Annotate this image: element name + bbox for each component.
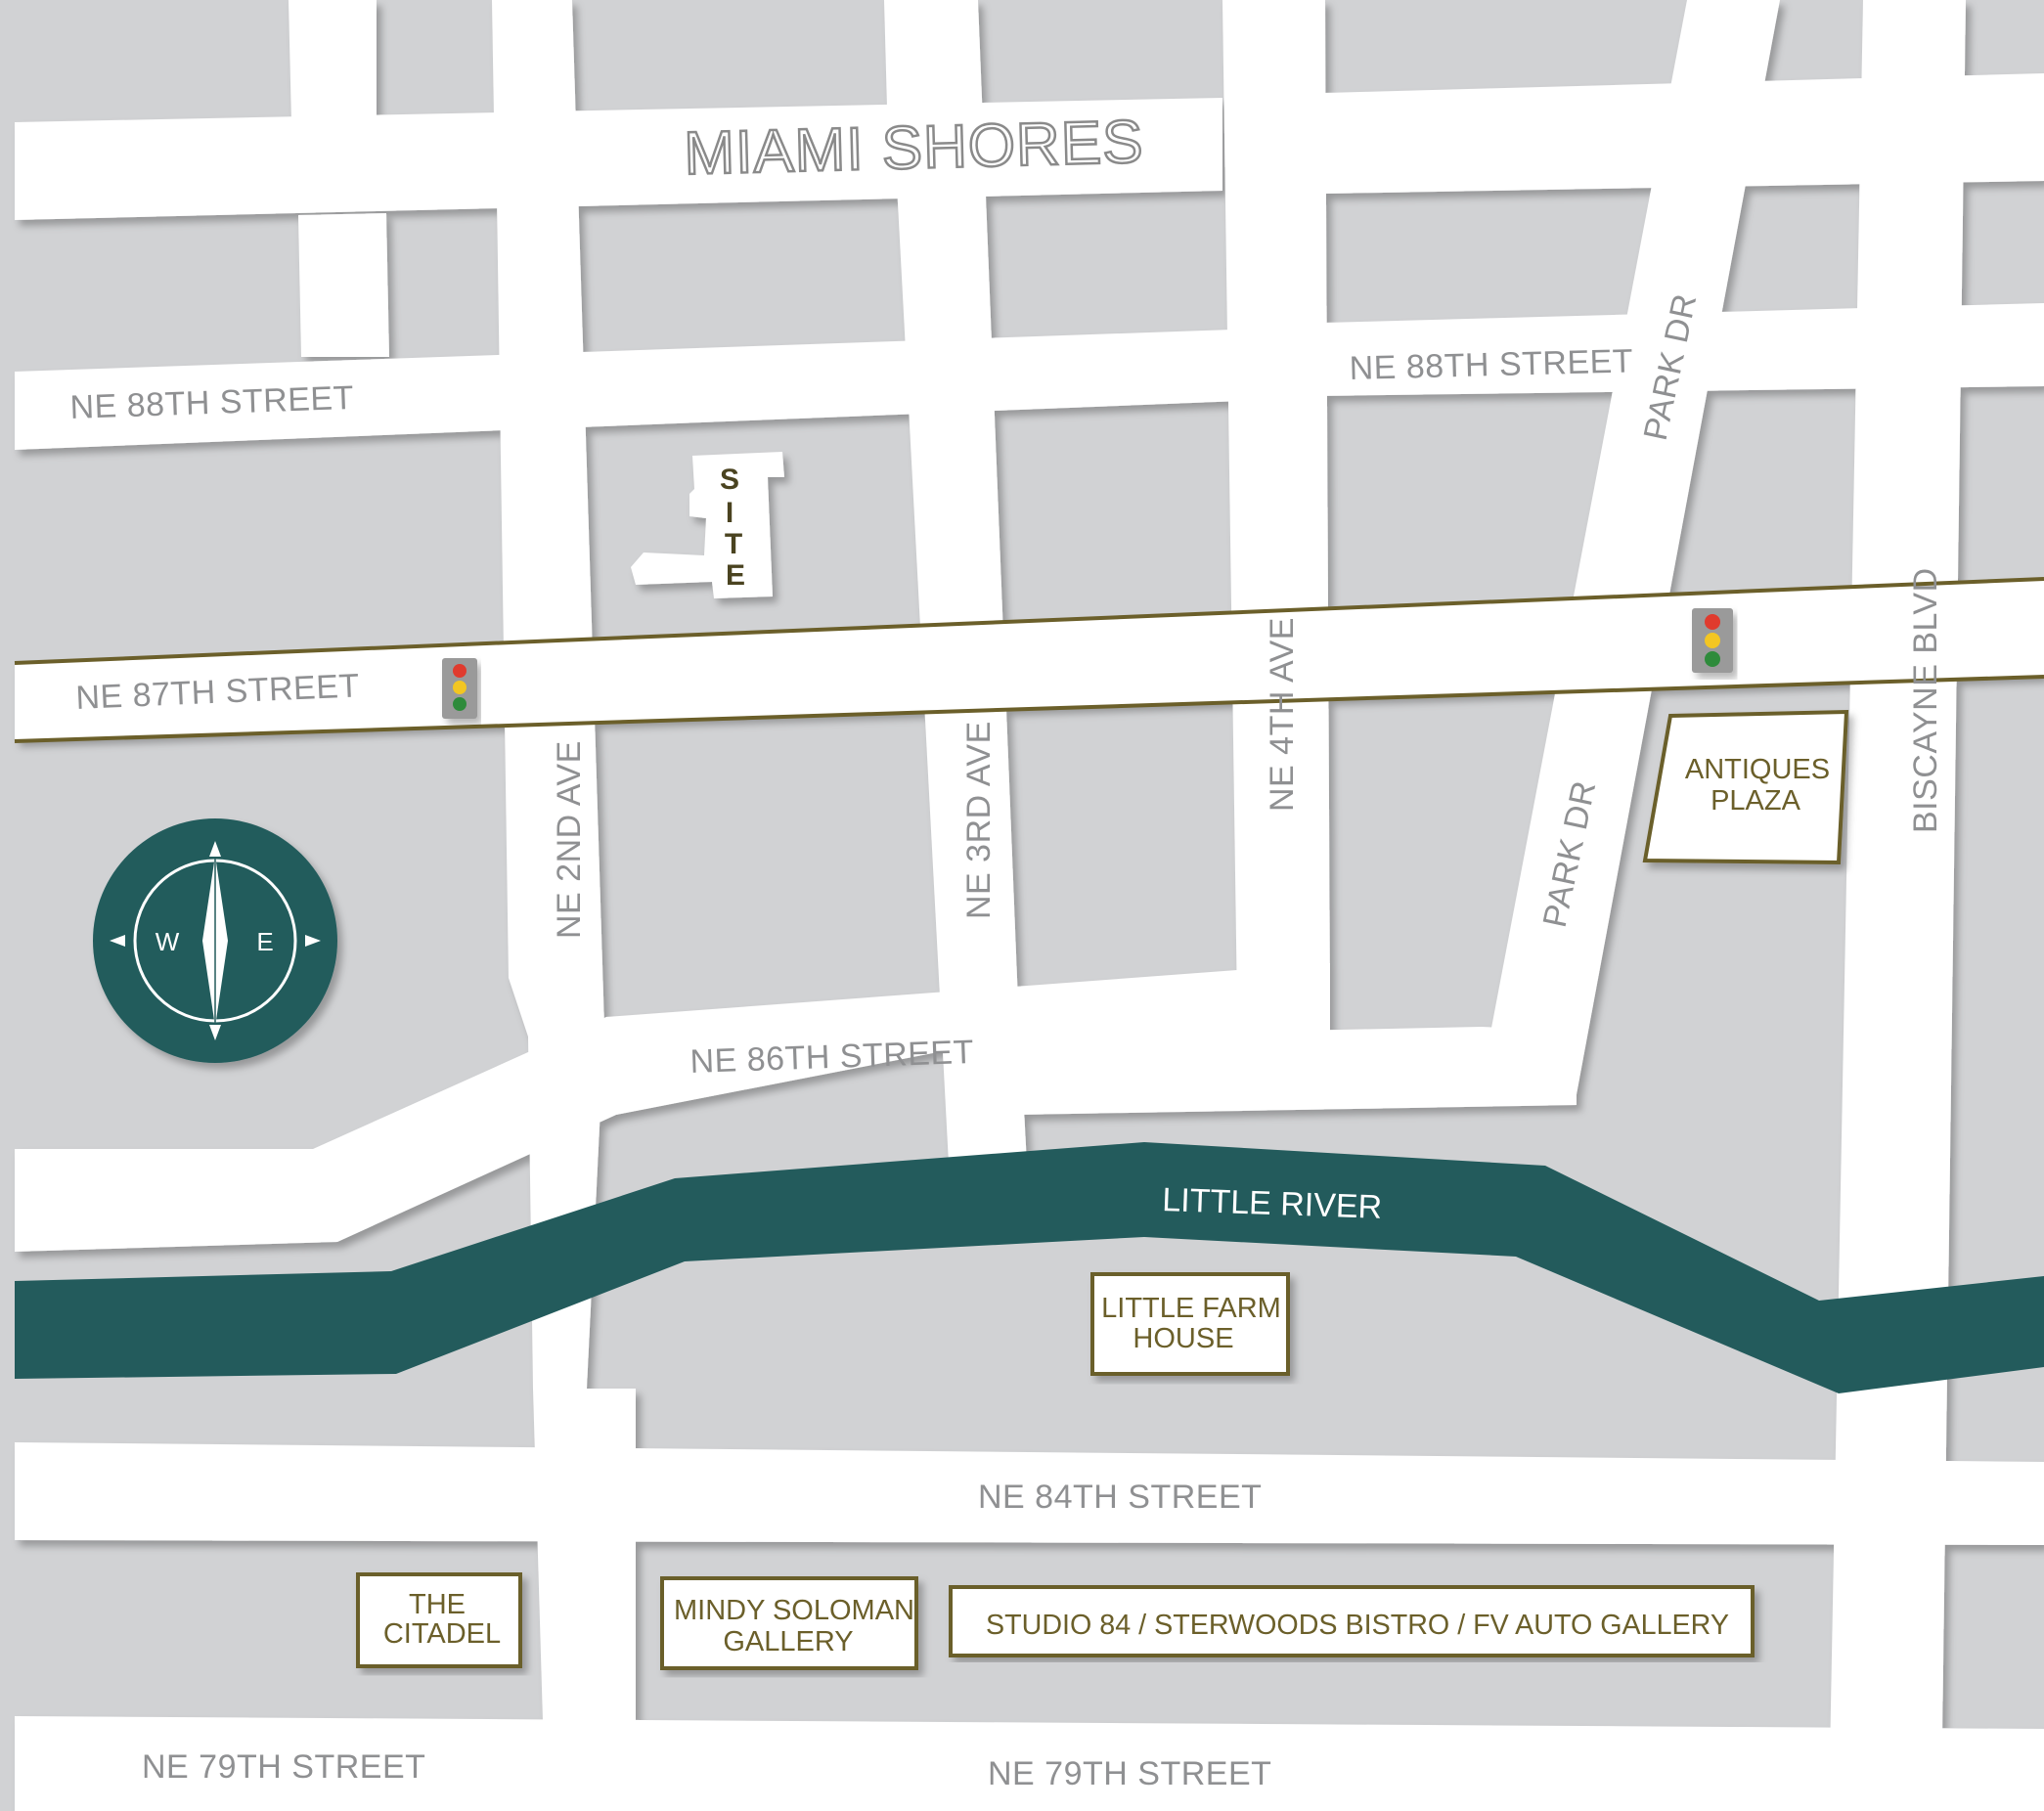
antiques-plaza-line-2: PLAZA [1711,785,1801,817]
label-miami-shores: MIAMI SHORES [684,109,1145,188]
label-ne88-east: NE 88TH STREET [1349,342,1633,387]
little-river [15,1142,2044,1393]
road-park-dr [1477,0,1780,1105]
label-ne4ave: NE 4TH AVE [1264,617,1301,812]
the-citadel-line-1: THE [409,1589,466,1620]
road-ne4ave [1222,0,1330,1007]
site-letter-s: S [720,464,739,496]
road-ne2ave [494,0,636,1721]
antiques-plaza-line-1: ANTIQUES [1685,754,1830,785]
place-antiques-plaza: ANTIQUES PLAZA [1642,709,1849,865]
site-label: S I T E [720,464,745,592]
road-stub-west [298,213,389,357]
ne87-south-edge [14,675,2044,743]
site-letter-e: E [726,559,745,592]
road-ne86-tail [1017,1027,1577,1115]
place-little-farm-house: LITTLE FARM HOUSE [1090,1272,1290,1376]
compass-west: W [156,927,180,956]
traffic-light-east [1692,608,1733,673]
site-building [631,452,784,598]
compass-rose-icon: W E [93,818,337,1063]
studio84-row-label: STUDIO 84 / STERWOODS BISTRO / FV AUTO G… [986,1610,1729,1641]
ne87-north-edge [14,577,2044,665]
place-mindy-soloman-gallery: MINDY SOLOMAN GALLERY [660,1576,918,1670]
road-ne86 [15,963,1330,1252]
road-ne79 [15,1716,2044,1811]
label-ne79-west: NE 79TH STREET [142,1748,425,1786]
site-letter-t: T [725,528,742,560]
site-letter-i: I [726,497,733,529]
place-the-citadel: THE CITADEL [356,1572,522,1668]
compass-east: E [256,927,273,956]
the-citadel-line-2: CITADEL [383,1618,501,1650]
road-ne3ave [887,0,1027,1164]
little-farm-house-line-2: HOUSE [1133,1323,1233,1354]
label-ne79-east: NE 79TH STREET [988,1755,1271,1792]
road-top-stub-1 [289,0,377,122]
little-farm-house-line-1: LITTLE FARM [1101,1293,1281,1324]
mindy-soloman-line-2: GALLERY [723,1626,853,1657]
label-little-river: LITTLE RIVER [1162,1181,1383,1226]
label-biscayne: BISCAYNE BLVD [1907,567,1944,833]
place-studio84-row: STUDIO 84 / STERWOODS BISTRO / FV AUTO G… [949,1585,1755,1657]
road-ne84 [15,1442,2044,1545]
mindy-soloman-line-1: MINDY SOLOMAN [674,1595,914,1626]
label-ne3ave: NE 3RD AVE [960,721,998,919]
traffic-light-west [442,658,477,719]
label-ne2ave: NE 2ND AVE [551,740,588,939]
label-ne84: NE 84TH STREET [978,1479,1262,1516]
